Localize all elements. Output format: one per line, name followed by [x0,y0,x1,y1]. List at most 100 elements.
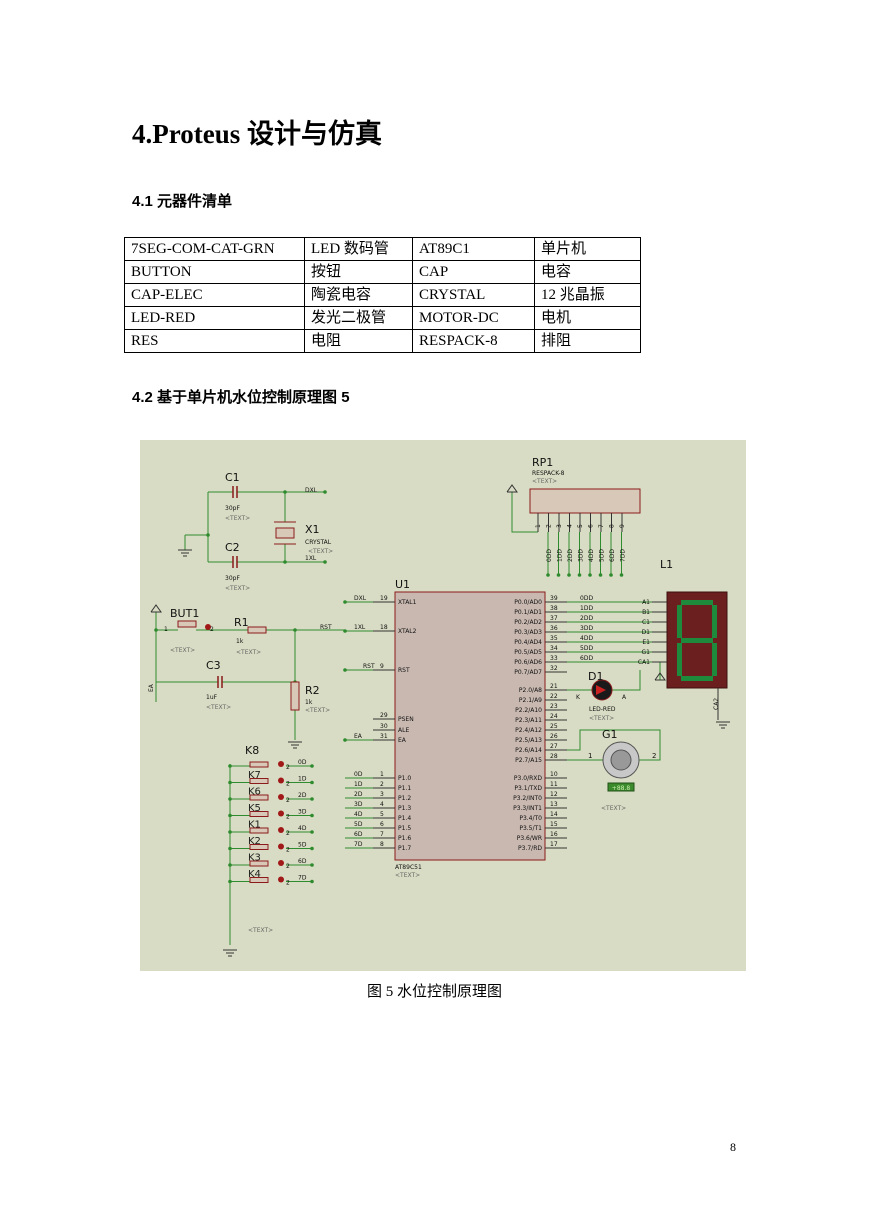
seven-seg-pin: B1 [642,609,650,616]
page-number: 8 [730,1140,736,1154]
switch-pin: 2 [286,847,290,854]
text-tag: <TEXT> [308,548,333,555]
junction-dot [343,738,347,742]
power-symbol [506,484,518,493]
section-heading-parts: 4.1 元器件清单 [132,193,233,210]
u1-pin-name: P0.7/AD7 [514,669,542,676]
switch-led [278,860,284,866]
rp1-net-label: 4DD [588,549,595,562]
switch-net-label: 3D [298,809,307,816]
table-cell: CRYSTAL [412,283,535,307]
switch-cap [249,778,269,784]
u1-pin-name: XTAL1 [398,599,417,606]
switch-net-label: 1D [298,776,307,783]
net-label-dxl: DXL [305,487,318,494]
junction-dot [609,573,613,577]
u1-pin-number: 33 [550,655,558,662]
switch-led [278,843,284,850]
rp1-pin-number: 9 [619,524,626,528]
rp1-body [529,488,641,514]
switch-cap [249,794,269,801]
switch-label: K2 [248,836,261,847]
table-cell: CAP [412,260,535,284]
r2-body [290,681,300,711]
u1-pin-name: P0.1/AD1 [514,609,542,616]
motor-pin-2: 2 [652,752,656,760]
table-cell: BUTTON [124,260,305,284]
u1-pin-name: ALE [398,727,409,734]
wire [612,670,641,691]
u1-net-label: 4DD [580,635,593,642]
u1-pin-number: 13 [550,801,558,808]
switch-net-label: 7D [298,875,307,882]
net-label-dxl: DXL [354,595,367,602]
motor-rotor [610,749,632,771]
button-pin: 2 [210,626,214,633]
rp1-net-label: 7DD [620,549,627,562]
text-tag: <TEXT> [589,715,614,722]
junction-dot [310,780,314,785]
junction-dot [567,573,571,577]
wire [511,492,538,533]
u1-pin-number: 5 [380,811,384,818]
u1-type: AT89C51 [395,864,422,871]
table-cell: MOTOR-DC [412,306,535,330]
switch-net-label: 6D [298,858,307,865]
u1-pin-number: 4 [380,801,384,808]
motor-pin-1: 1 [588,752,592,760]
u1-net-label: 1D [354,781,363,788]
switch-led [278,827,284,833]
switch-pin: 2 [286,830,290,837]
u1-pin-number: 16 [550,831,558,838]
net-label-rst: RST [363,663,375,670]
junction-dot [343,629,347,633]
switch-label: K6 [248,787,261,798]
u1-pin-name: P3.1/TXD [514,785,542,792]
button-led [205,624,211,630]
rp1-net-label: 3DD [578,549,585,562]
u1-pin-number: 10 [550,771,558,778]
c1-value: 30pF [225,505,240,512]
u1-pin-number: 39 [550,595,558,602]
u1-pin-number: 36 [550,625,558,632]
r1-label: R1 [234,616,249,629]
switch-cap [249,844,269,850]
rp1-net-label: 0DD [546,549,553,562]
switch-net-label: 4D [298,825,307,832]
switch-led [278,777,284,784]
r2-value: 1k [305,699,313,706]
u1-pin-name: P2.5/A13 [515,737,542,744]
switch-led [278,794,284,800]
net-label-1xl: 1XL [354,624,366,631]
rp1-net-label: 2DD [567,549,574,562]
switch-label: K4 [248,869,261,880]
u1-pin-name: P1.3 [398,805,411,812]
schematic-diagram: C130pF<TEXT>C230pF<TEXT>X1CRYSTAL<TEXT>D… [148,456,730,957]
junction-dot [228,879,232,884]
u1-net-label: 4D [354,811,363,818]
switch-pin: 2 [286,781,290,788]
u1-pin-number: 9 [380,663,384,670]
text-tag: <TEXT> [395,872,420,879]
u1-net-label: 5DD [580,645,593,652]
crystal-body [275,527,295,539]
seven-seg-pin: A1 [642,599,650,606]
u1-net-label: 6DD [580,655,593,662]
d1-a-pin: A [622,694,627,701]
seven-seg-segment [681,600,713,605]
c1-label: C1 [225,471,240,484]
u1-pin-number: 11 [550,781,558,788]
rp1-pin-number: 7 [598,524,605,528]
u1-pin-number: 17 [550,841,558,848]
u1-net-label: 3DD [580,625,593,632]
u1-pin-name: P0.2/AD2 [514,619,542,626]
table-cell: 单片机 [534,237,641,261]
u1-pin-name: P0.5/AD5 [514,649,542,656]
text-tag: <TEXT> [601,805,626,812]
junction-dot [556,573,561,577]
net-label-ea: EA [148,683,155,692]
switch-label: K5 [248,803,261,814]
